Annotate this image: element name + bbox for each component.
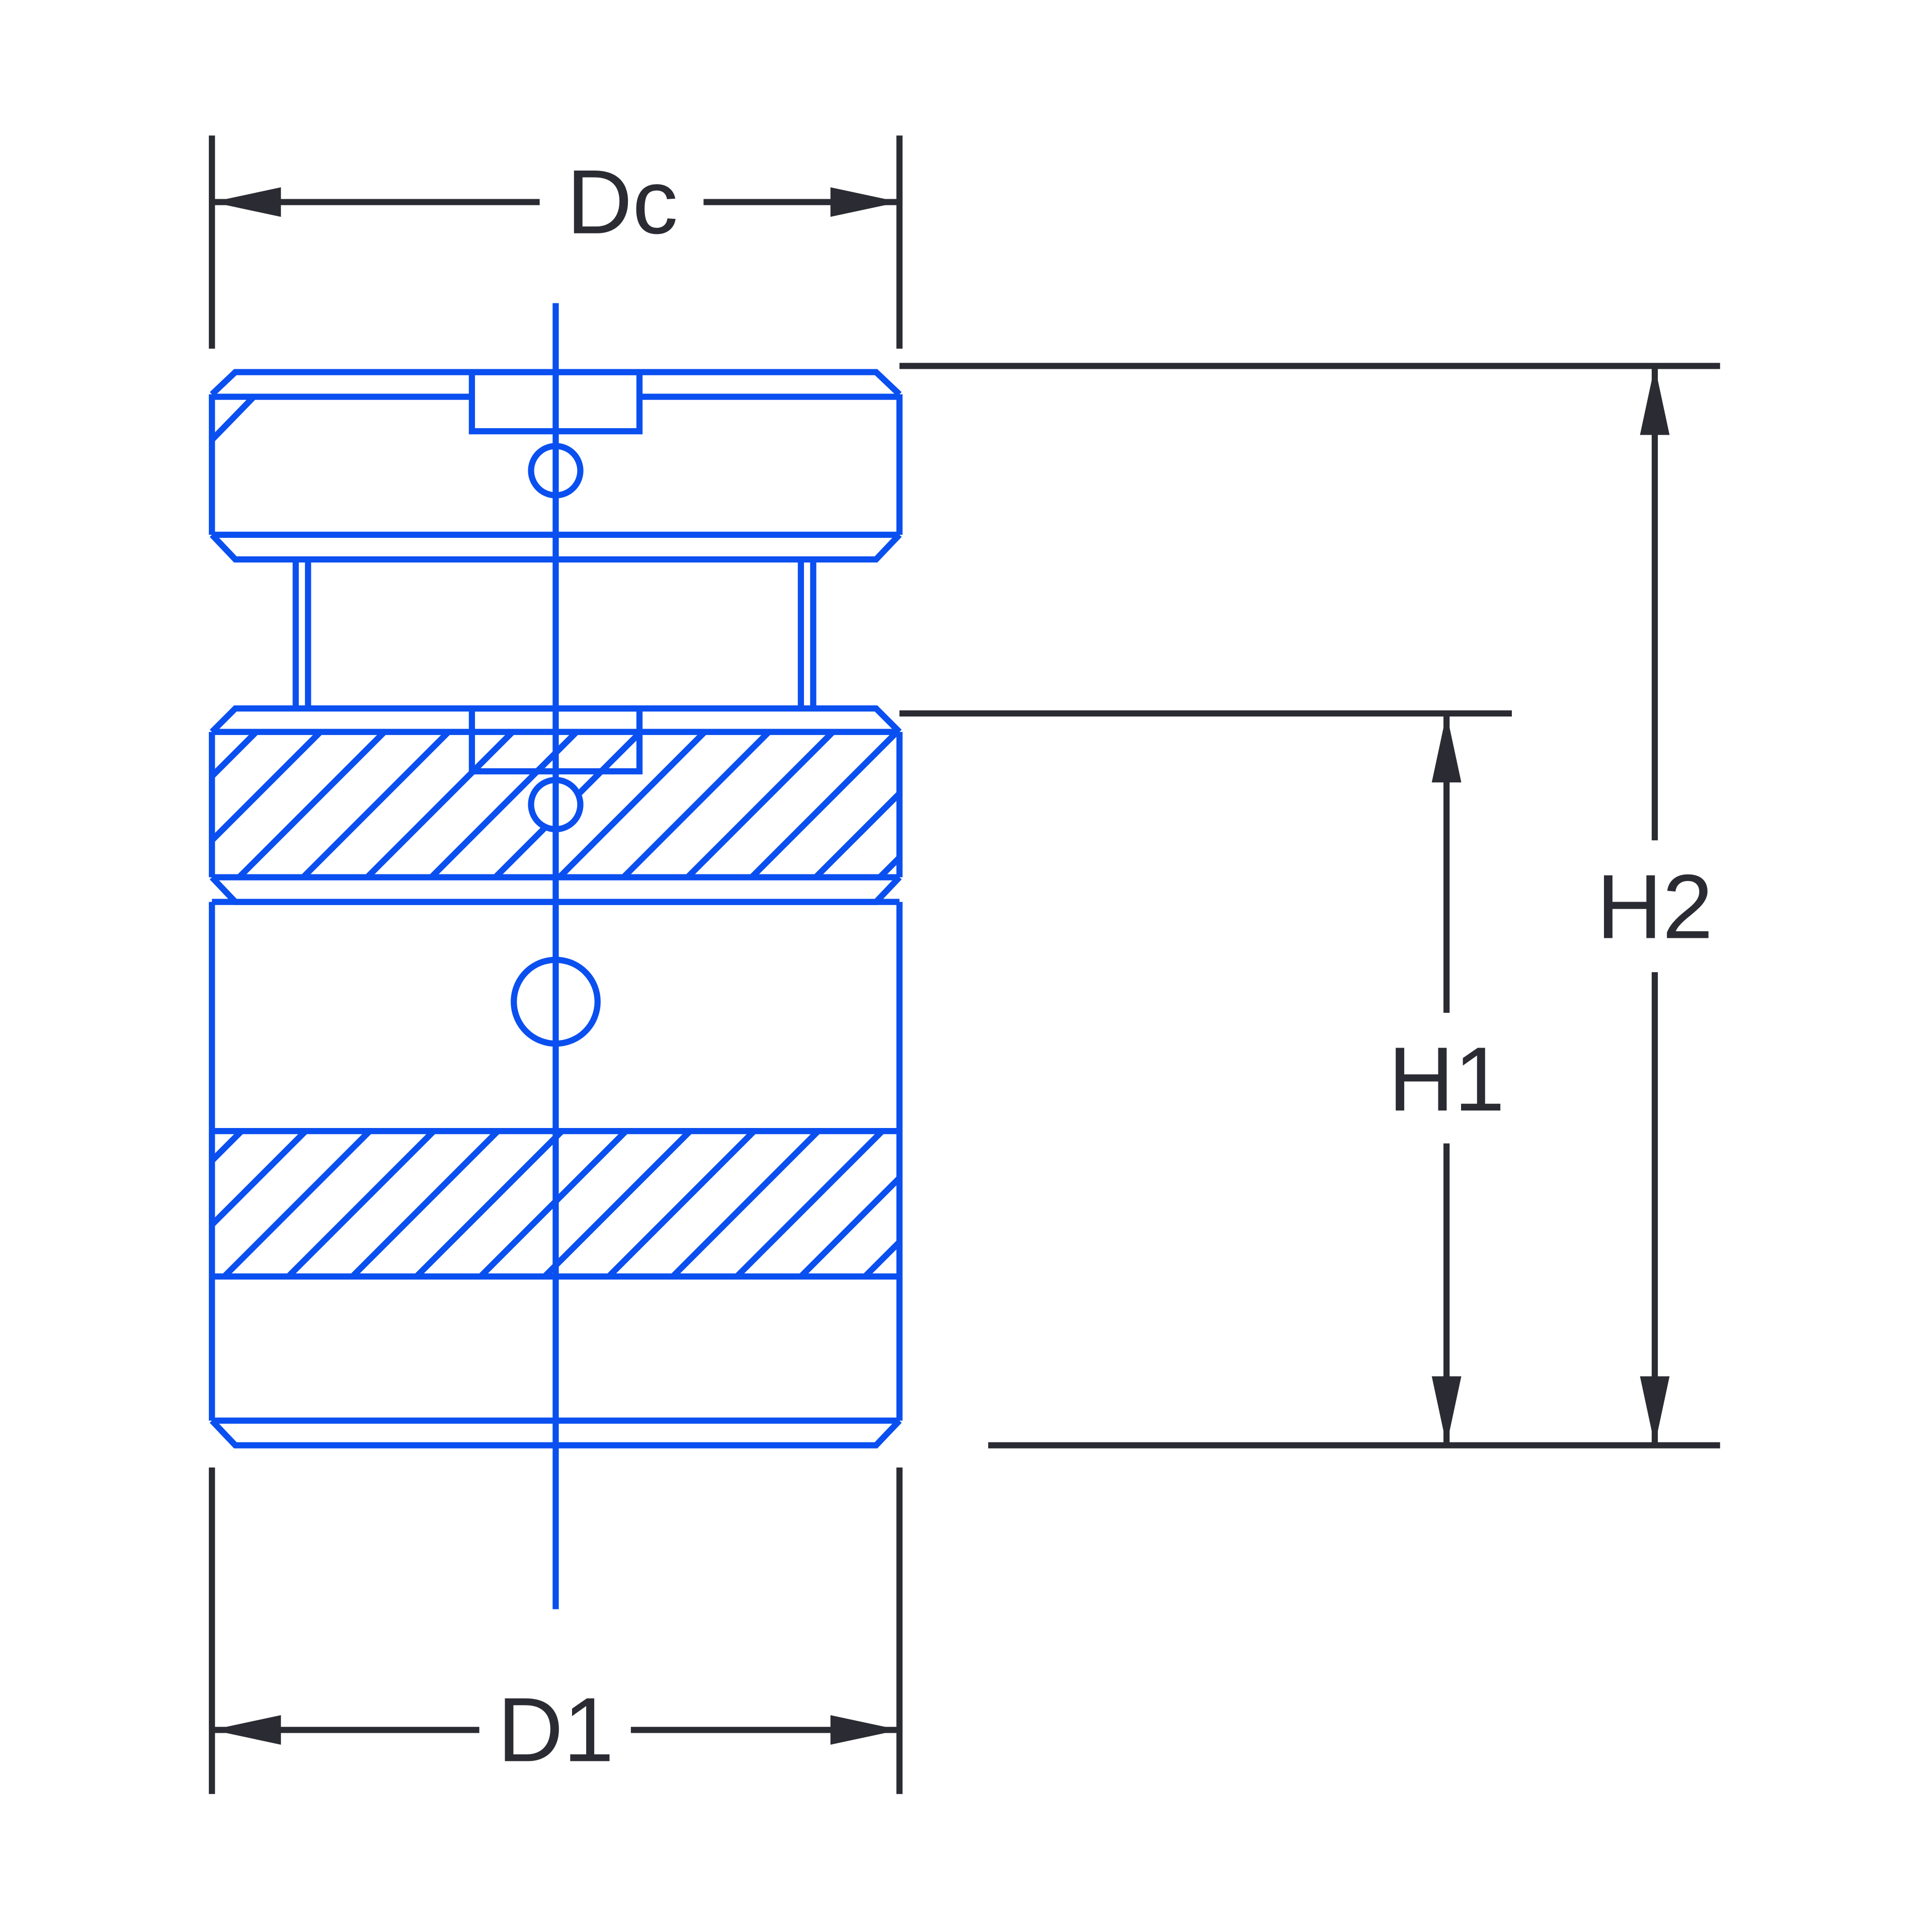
hatch-line [1072, 732, 1218, 877]
dc-label: Dc [567, 151, 678, 253]
hatch-line [32, 1131, 178, 1276]
d1-label: D1 [498, 1679, 614, 1781]
top-slot [468, 369, 643, 435]
hatch-line [557, 732, 707, 877]
bottom-section [32, 899, 1202, 1448]
hatch-line [212, 732, 323, 845]
bottom-hole [511, 956, 601, 1047]
arrow-left-icon [212, 187, 281, 217]
hatch-line [670, 1131, 821, 1277]
hatch-line [813, 789, 900, 877]
hatch-line [606, 1131, 757, 1277]
hatch-line [429, 732, 579, 877]
hatch-line [749, 732, 900, 877]
hatch-line [365, 732, 515, 877]
hatch-line [929, 1131, 1075, 1276]
hatch-line [685, 732, 835, 877]
middle-section [47, 705, 1218, 905]
dimension-h2: H2 [1596, 366, 1713, 1445]
hatch-line [478, 1131, 628, 1277]
dimension-dc: Dc [209, 135, 903, 349]
arrow-down-icon [1640, 1376, 1670, 1445]
hatch-line [862, 1237, 900, 1277]
dimension-d1: D1 [209, 1467, 903, 1794]
posts [292, 559, 817, 709]
hatch-line [286, 1131, 436, 1277]
part-body [32, 303, 1218, 1609]
hatch-line [212, 732, 259, 781]
dimension-h1: H1 [1388, 713, 1505, 1445]
h1-label: H1 [1388, 1028, 1505, 1130]
arrow-left-icon [212, 1715, 281, 1745]
middle-slot [468, 705, 643, 775]
top-hole [528, 443, 584, 499]
hatch-line [1008, 732, 1153, 877]
hatch-line [47, 732, 192, 877]
hatch-bottom [32, 1131, 1202, 1277]
arrow-right-icon [830, 187, 900, 217]
hatch-line [350, 1131, 500, 1277]
hatch-line [735, 1131, 884, 1277]
hatch-line [542, 1131, 692, 1277]
hatch-line [944, 732, 1089, 877]
top-section [209, 369, 903, 562]
hatch-line [1057, 1131, 1202, 1276]
hatch-line [301, 732, 451, 877]
hatch-line [993, 1131, 1139, 1276]
arrow-up-icon [1431, 713, 1462, 783]
hatch-line [212, 1131, 244, 1165]
arrow-right-icon [830, 1715, 900, 1745]
h2-label: H2 [1596, 856, 1713, 957]
hatch-middle [47, 732, 1218, 877]
arrow-up-icon [1640, 366, 1670, 435]
arrow-down-icon [1431, 1376, 1462, 1445]
hatch-line [621, 732, 771, 877]
hatch-line [222, 1131, 372, 1277]
hatch-line [236, 732, 387, 877]
hatch-line [414, 1131, 565, 1277]
hatch-line [798, 1173, 900, 1277]
hatch-line [212, 1131, 308, 1229]
